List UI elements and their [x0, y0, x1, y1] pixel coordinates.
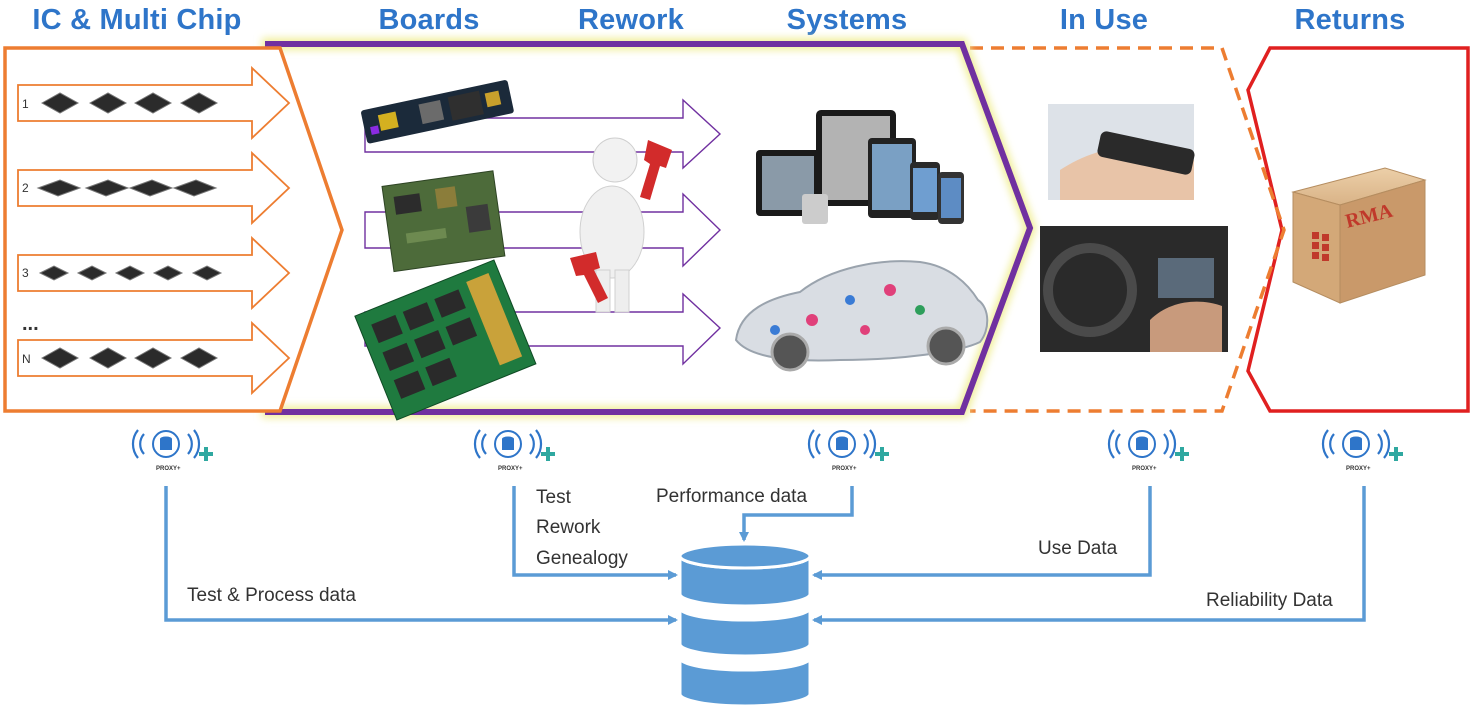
database-icon — [678, 542, 812, 708]
phone-in-hand-image — [1048, 104, 1195, 200]
proxy-label: PROXY+ — [1132, 466, 1157, 472]
proxy-label: PROXY+ — [832, 466, 857, 472]
car-dashboard-image — [1040, 226, 1228, 352]
stage-title-ic: IC & Multi Chip — [32, 4, 242, 36]
devices-image — [756, 110, 964, 224]
proxy-icon-systems: PROXY+ — [807, 429, 889, 472]
flow-label-test-process: Test & Process data — [187, 585, 356, 606]
board-image-phone-pcb — [361, 80, 514, 144]
stage-title-in-use: In Use — [1059, 4, 1149, 36]
flow-label-performance: Performance data — [656, 486, 807, 507]
chip-row-ellipsis: ... — [22, 313, 39, 335]
proxy-icon-boards: PROXY+ — [473, 429, 555, 472]
chip-row-2: 2 — [17, 150, 291, 226]
proxy-icon-in-use: PROXY+ — [1107, 429, 1189, 472]
ic-chevron-outline — [3, 46, 344, 413]
flow-label-rework: Rework — [536, 517, 601, 538]
flow-line-boards — [512, 486, 678, 580]
chip-row-n: N — [17, 320, 291, 396]
chip-row-number: N — [22, 352, 31, 366]
rework-figure-icon — [570, 137, 672, 313]
proxy-icon-ic: PROXY+ — [131, 429, 213, 472]
chip-row-1: 1 — [17, 65, 291, 141]
proxy-label: PROXY+ — [498, 466, 523, 472]
proxy-label: PROXY+ — [156, 466, 181, 472]
stage-title-systems: Systems — [786, 4, 908, 36]
flow-label-test: Test — [536, 487, 572, 508]
stage-title-returns: Returns — [1294, 4, 1406, 36]
chip-row-number: 2 — [22, 181, 29, 195]
chip-row-3: 3 — [17, 235, 291, 311]
stage-title-rework: Rework — [578, 4, 684, 36]
rma-box-image: RMA — [1291, 167, 1427, 304]
chip-row-number: 1 — [22, 97, 29, 111]
chip-row-number: 3 — [22, 266, 29, 280]
chip-icon — [38, 265, 223, 281]
flow-label-genealogy: Genealogy — [536, 548, 628, 569]
board-image-ssd-pcb — [354, 259, 537, 421]
proxy-label: PROXY+ — [1346, 466, 1371, 472]
board-image-green-pcb — [381, 170, 506, 273]
car-image — [734, 260, 989, 372]
chip-icon — [36, 179, 218, 197]
flow-line-in-use — [812, 486, 1152, 580]
flow-line-ic — [164, 486, 678, 625]
proxy-icon-returns: PROXY+ — [1321, 429, 1403, 472]
flow-line-returns — [812, 486, 1366, 625]
chip-icon — [40, 92, 219, 114]
flow-label-use-data: Use Data — [1038, 538, 1118, 559]
stage-title-boards: Boards — [378, 4, 480, 36]
in-use-chevron-outline — [970, 46, 1286, 413]
chip-icon — [40, 347, 219, 369]
returns-chevron-outline — [1246, 46, 1470, 413]
flow-label-reliability: Reliability Data — [1206, 590, 1333, 611]
flow-line-systems — [739, 486, 854, 542]
